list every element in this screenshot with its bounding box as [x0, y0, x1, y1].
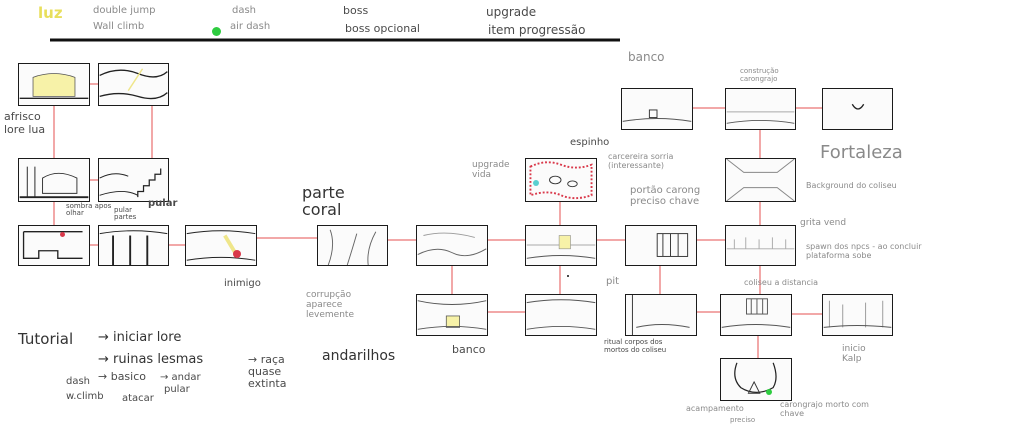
enemy-marker-red — [233, 250, 241, 258]
room-colosseum-bg — [725, 158, 796, 202]
room-coral-2 — [416, 225, 488, 266]
legend-air-dash: air dash — [230, 21, 271, 32]
boss-marker-red — [60, 232, 65, 237]
label-afrisco-lore-lua: afrisco lore lua — [4, 110, 46, 136]
legend-item-progressao: item progressão — [488, 23, 586, 37]
note-atacar: atacar — [122, 393, 154, 404]
room-coral-bench — [416, 294, 488, 336]
label-banco-top: banco — [628, 50, 665, 64]
label-parte-coral: parte coral — [302, 183, 345, 219]
label-pit: pit — [606, 276, 620, 287]
room-hub-below — [525, 294, 597, 336]
label-grita-vend: grita vend — [800, 218, 847, 228]
label-inicio-kalp: inicio Kalp — [842, 344, 866, 364]
legend-boss: boss — [343, 4, 369, 17]
label-pular: pular — [148, 198, 178, 209]
room-columns — [98, 225, 169, 266]
label-corrupcao: corrupção aparece levemente — [306, 290, 354, 320]
legend-wall-climb: Wall climb — [93, 21, 145, 32]
room-ritual — [625, 294, 697, 336]
note-iniciar-lore: → iniciar lore — [98, 330, 182, 345]
label-carongrajo: carongrajo morto com chave — [780, 400, 869, 418]
room-boss-top — [822, 88, 893, 130]
note-andar: → andar — [160, 372, 201, 383]
room-gate — [625, 225, 697, 266]
room-construction — [725, 88, 796, 130]
label-inimigo: inimigo — [224, 278, 261, 289]
note-wclimb: w.climb — [66, 391, 104, 402]
label-acampamento: acampamento — [686, 404, 744, 413]
label-ritual: ritual corpos dos mortos do coliseu — [604, 338, 667, 354]
room-coral-1 — [317, 225, 388, 266]
label-banco-coral: banco — [452, 343, 486, 356]
label-background: Background do coliseu — [806, 181, 897, 190]
label-pular-partes: pular partes — [114, 206, 137, 221]
label-preciso: preciso — [730, 416, 756, 424]
label-coliseu: coliseu a distancia — [744, 278, 818, 287]
room-camp — [720, 358, 792, 401]
label-fortaleza: Fortaleza — [820, 142, 903, 163]
label-upgrade-vida: upgrade vida — [472, 160, 510, 180]
room-enemy — [185, 225, 257, 266]
air-dash-swatch — [212, 27, 221, 36]
room-stairs — [98, 158, 169, 202]
legend-luz: luz — [38, 4, 63, 22]
room-pillars — [18, 158, 90, 202]
legend-upgrade: upgrade — [486, 5, 537, 19]
room-arena — [725, 225, 796, 266]
note-pular: pular — [164, 384, 190, 395]
upgrade-marker — [533, 180, 539, 186]
air-dash-pickup — [766, 389, 772, 395]
note-andarilhos: andarilhos — [322, 348, 396, 364]
note-basico: → basico — [98, 370, 147, 383]
room-start-kalp — [822, 294, 893, 336]
room-afresco-right — [98, 63, 169, 106]
note-raca: → raça quase extinta — [248, 353, 287, 390]
room-colosseum-far — [720, 294, 792, 336]
note-dash: dash — [66, 376, 91, 387]
label-sombra: sombra apos olhar — [66, 202, 112, 217]
room-afresco — [18, 63, 90, 106]
room-start-left — [18, 225, 90, 266]
label-carcereira: carcereira sorria (interessante) — [608, 152, 674, 170]
legend-dash: dash — [232, 5, 257, 16]
note-tutorial: Tutorial — [18, 330, 74, 348]
room-hub — [525, 225, 597, 266]
label-espinho: espinho — [570, 137, 610, 148]
legend-boss-opcional: boss opcional — [345, 22, 420, 35]
legend-double-jump: double jump — [93, 5, 156, 16]
hub-dot — [567, 275, 569, 277]
note-ruinas: → ruinas lesmas — [98, 352, 204, 367]
label-construcao: construção carongrajo — [740, 67, 779, 83]
label-spawn: spawn dos npcs - ao concluir plataforma … — [806, 242, 922, 260]
label-portao: portão carong preciso chave — [630, 185, 701, 207]
room-bench-top — [621, 88, 693, 130]
